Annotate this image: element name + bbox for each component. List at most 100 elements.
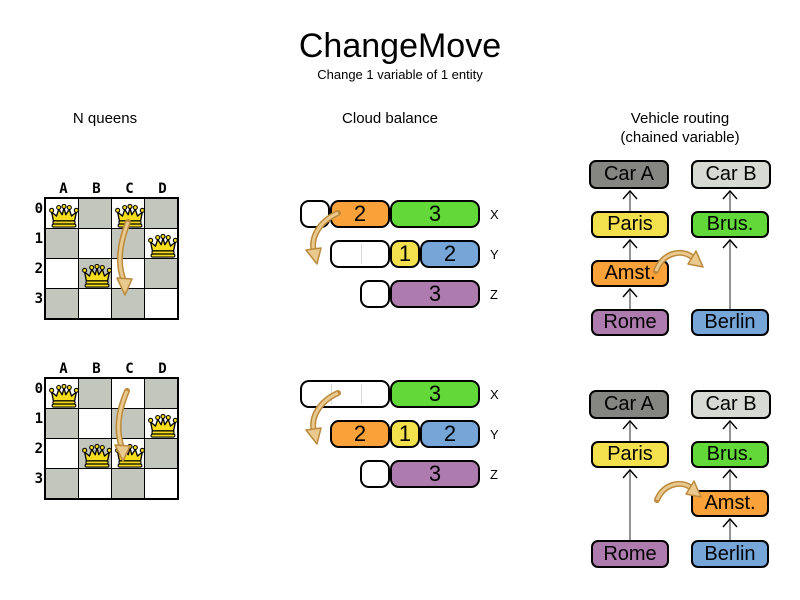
cloud-free-capacity [300, 380, 390, 408]
board-cell [46, 439, 78, 468]
computer-label: Y [490, 426, 499, 442]
row-label: 2 [34, 441, 43, 457]
col-label: B [92, 181, 102, 197]
vrp-customer-box: Paris [591, 211, 669, 238]
cloud-process-block: 2 [330, 420, 390, 448]
board-cell [46, 469, 78, 498]
queen-icon [82, 264, 112, 288]
board-cell [79, 379, 111, 408]
computer-label: Z [490, 466, 498, 482]
process-size: 3 [428, 201, 442, 226]
process-size: 2 [443, 241, 457, 266]
queen-icon [115, 444, 145, 468]
board-cell [79, 469, 111, 498]
vrp-customer-box: Brus. [691, 211, 769, 238]
chain-stems [629, 191, 731, 540]
vrp-vehicle-box: Car A [589, 390, 669, 419]
row-label: 3 [34, 471, 43, 487]
board-cell [145, 259, 177, 288]
board-cell [79, 289, 111, 318]
process-size: 3 [428, 381, 442, 406]
queen-icon [115, 204, 145, 228]
board-cell [79, 409, 111, 438]
vrp-customer-box: Berlin [691, 540, 769, 568]
vrp-customer-box: Rome [591, 309, 669, 336]
section-title-nqueens: N queens [72, 110, 138, 127]
vrp-vehicle-box: Car A [589, 160, 669, 189]
section-title-cloud: Cloud balance [342, 110, 438, 127]
process-size: 2 [443, 421, 457, 446]
vrp-customer-box: Rome [591, 540, 669, 568]
row-label: 1 [34, 411, 43, 427]
computer-label: Z [490, 286, 498, 302]
queen-icon [148, 234, 178, 258]
board-cell [145, 289, 177, 318]
vrp-customer-box: Amst. [591, 260, 669, 287]
process-size: 3 [428, 461, 442, 486]
cloud-free-capacity [300, 200, 330, 228]
vrp-vehicle-box: Car B [691, 390, 771, 419]
queen-icon [49, 384, 79, 408]
board-cell [145, 439, 177, 468]
section-title-vrp: Vehicle routing [630, 110, 730, 127]
cloud-process-block: 2 [420, 420, 480, 448]
cloud-process-block: 1 [390, 420, 420, 448]
board-cell [112, 289, 144, 318]
process-size: 2 [353, 421, 367, 446]
process-size: 3 [428, 281, 442, 306]
board-cell [79, 199, 111, 228]
cloud-free-capacity [330, 240, 390, 268]
nqueens-board-after: A B C D 0 1 2 3 [35, 361, 179, 500]
board-cell [145, 469, 177, 498]
board-cell [112, 379, 144, 408]
cloud-process-block: 3 [390, 200, 480, 228]
board-cell [112, 469, 144, 498]
col-label: D [158, 361, 168, 377]
col-label: A [59, 181, 69, 197]
board-cell [145, 199, 177, 228]
row-label: 3 [34, 291, 43, 307]
board-cell [46, 259, 78, 288]
cloud-process-block: 3 [390, 460, 480, 488]
board-cell [145, 379, 177, 408]
process-size: 1 [398, 241, 412, 266]
row-label: 1 [34, 231, 43, 247]
board-cell [112, 229, 144, 258]
cloud-process-block: 2 [420, 240, 480, 268]
col-label: A [59, 361, 69, 377]
nqueens-board-before: A B C D 0 1 2 3 [35, 181, 179, 320]
process-size: 2 [353, 201, 367, 226]
board-cell [112, 259, 144, 288]
cloud-free-capacity [360, 460, 390, 488]
row-label: 2 [34, 261, 43, 277]
row-label: 0 [34, 201, 43, 217]
col-label: D [158, 181, 168, 197]
page-subtitle: Change 1 variable of 1 entity [317, 67, 483, 82]
queen-icon [148, 414, 178, 438]
col-label: B [92, 361, 102, 377]
cloud-process-block: 3 [390, 280, 480, 308]
vrp-vehicle-box: Car B [691, 160, 771, 189]
cloud-process-block: 2 [330, 200, 390, 228]
chain-arrowheads [622, 189, 738, 528]
col-label: C [125, 181, 135, 197]
vrp-customer-box: Berlin [691, 309, 769, 336]
section-subtitle-vrp: (chained variable) [620, 129, 740, 146]
vrp-customer-box: Brus. [691, 441, 769, 468]
vrp-customer-box: Paris [591, 441, 669, 468]
cloud-process-block: 1 [390, 240, 420, 268]
process-size: 1 [398, 421, 412, 446]
col-label: C [125, 361, 135, 377]
computer-label: X [490, 386, 499, 402]
row-label: 0 [34, 381, 43, 397]
board-cell [112, 409, 144, 438]
board-cell [79, 229, 111, 258]
board-cell [46, 229, 78, 258]
queen-icon [49, 204, 79, 228]
page-title: ChangeMove [298, 27, 502, 65]
cloud-process-block: 3 [390, 380, 480, 408]
board-cell [46, 409, 78, 438]
vrp-customer-box: Amst. [691, 490, 769, 517]
computer-label: Y [490, 246, 499, 262]
